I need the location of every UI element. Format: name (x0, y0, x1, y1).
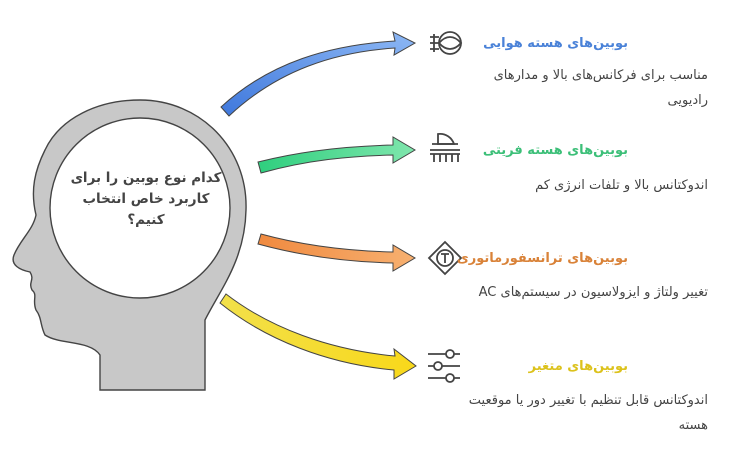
center-question: کدام نوع بوبین را برای کاربرد خاص انتخاب… (70, 170, 222, 228)
item-title: بوبین‌های متغیر (528, 359, 628, 374)
thought-circle (49, 117, 231, 299)
item-title: بوبین‌های ترانسفورماتوری (456, 251, 628, 266)
arrow-air-core (220, 31, 417, 117)
item-description: اندوکتانس بالا و تلفات انرژی کم (535, 178, 708, 193)
item-description: اندوکتانس قابل تنظیم با تغییر دور یا موق… (468, 393, 708, 433)
item-air-core: بوبین‌های هسته هوایی (468, 35, 628, 53)
arrow-ferrite (257, 136, 416, 174)
sliders-icon (428, 349, 460, 383)
air-core-coil-icon (430, 31, 463, 55)
item-variable: بوبین‌های متغیر (468, 358, 628, 376)
item-ferrite: بوبین‌های هسته فریتی (468, 142, 628, 160)
ferrite-core-icon (430, 132, 460, 162)
item-title: بوبین‌های هسته هوایی (483, 36, 628, 51)
item-transformer: بوبین‌های ترانسفورماتوری (456, 250, 628, 268)
arrow-variable (219, 293, 417, 380)
item-title: بوبین‌های هسته فریتی (482, 143, 628, 158)
transformer-icon (427, 240, 463, 276)
item-description: مناسب برای فرکانس‌های بالا و مدارهای راد… (493, 68, 708, 108)
item-description: تغییر ولتاژ و ایزولاسیون در سیستم‌های AC (478, 285, 708, 300)
arrow-transformer (257, 233, 416, 272)
